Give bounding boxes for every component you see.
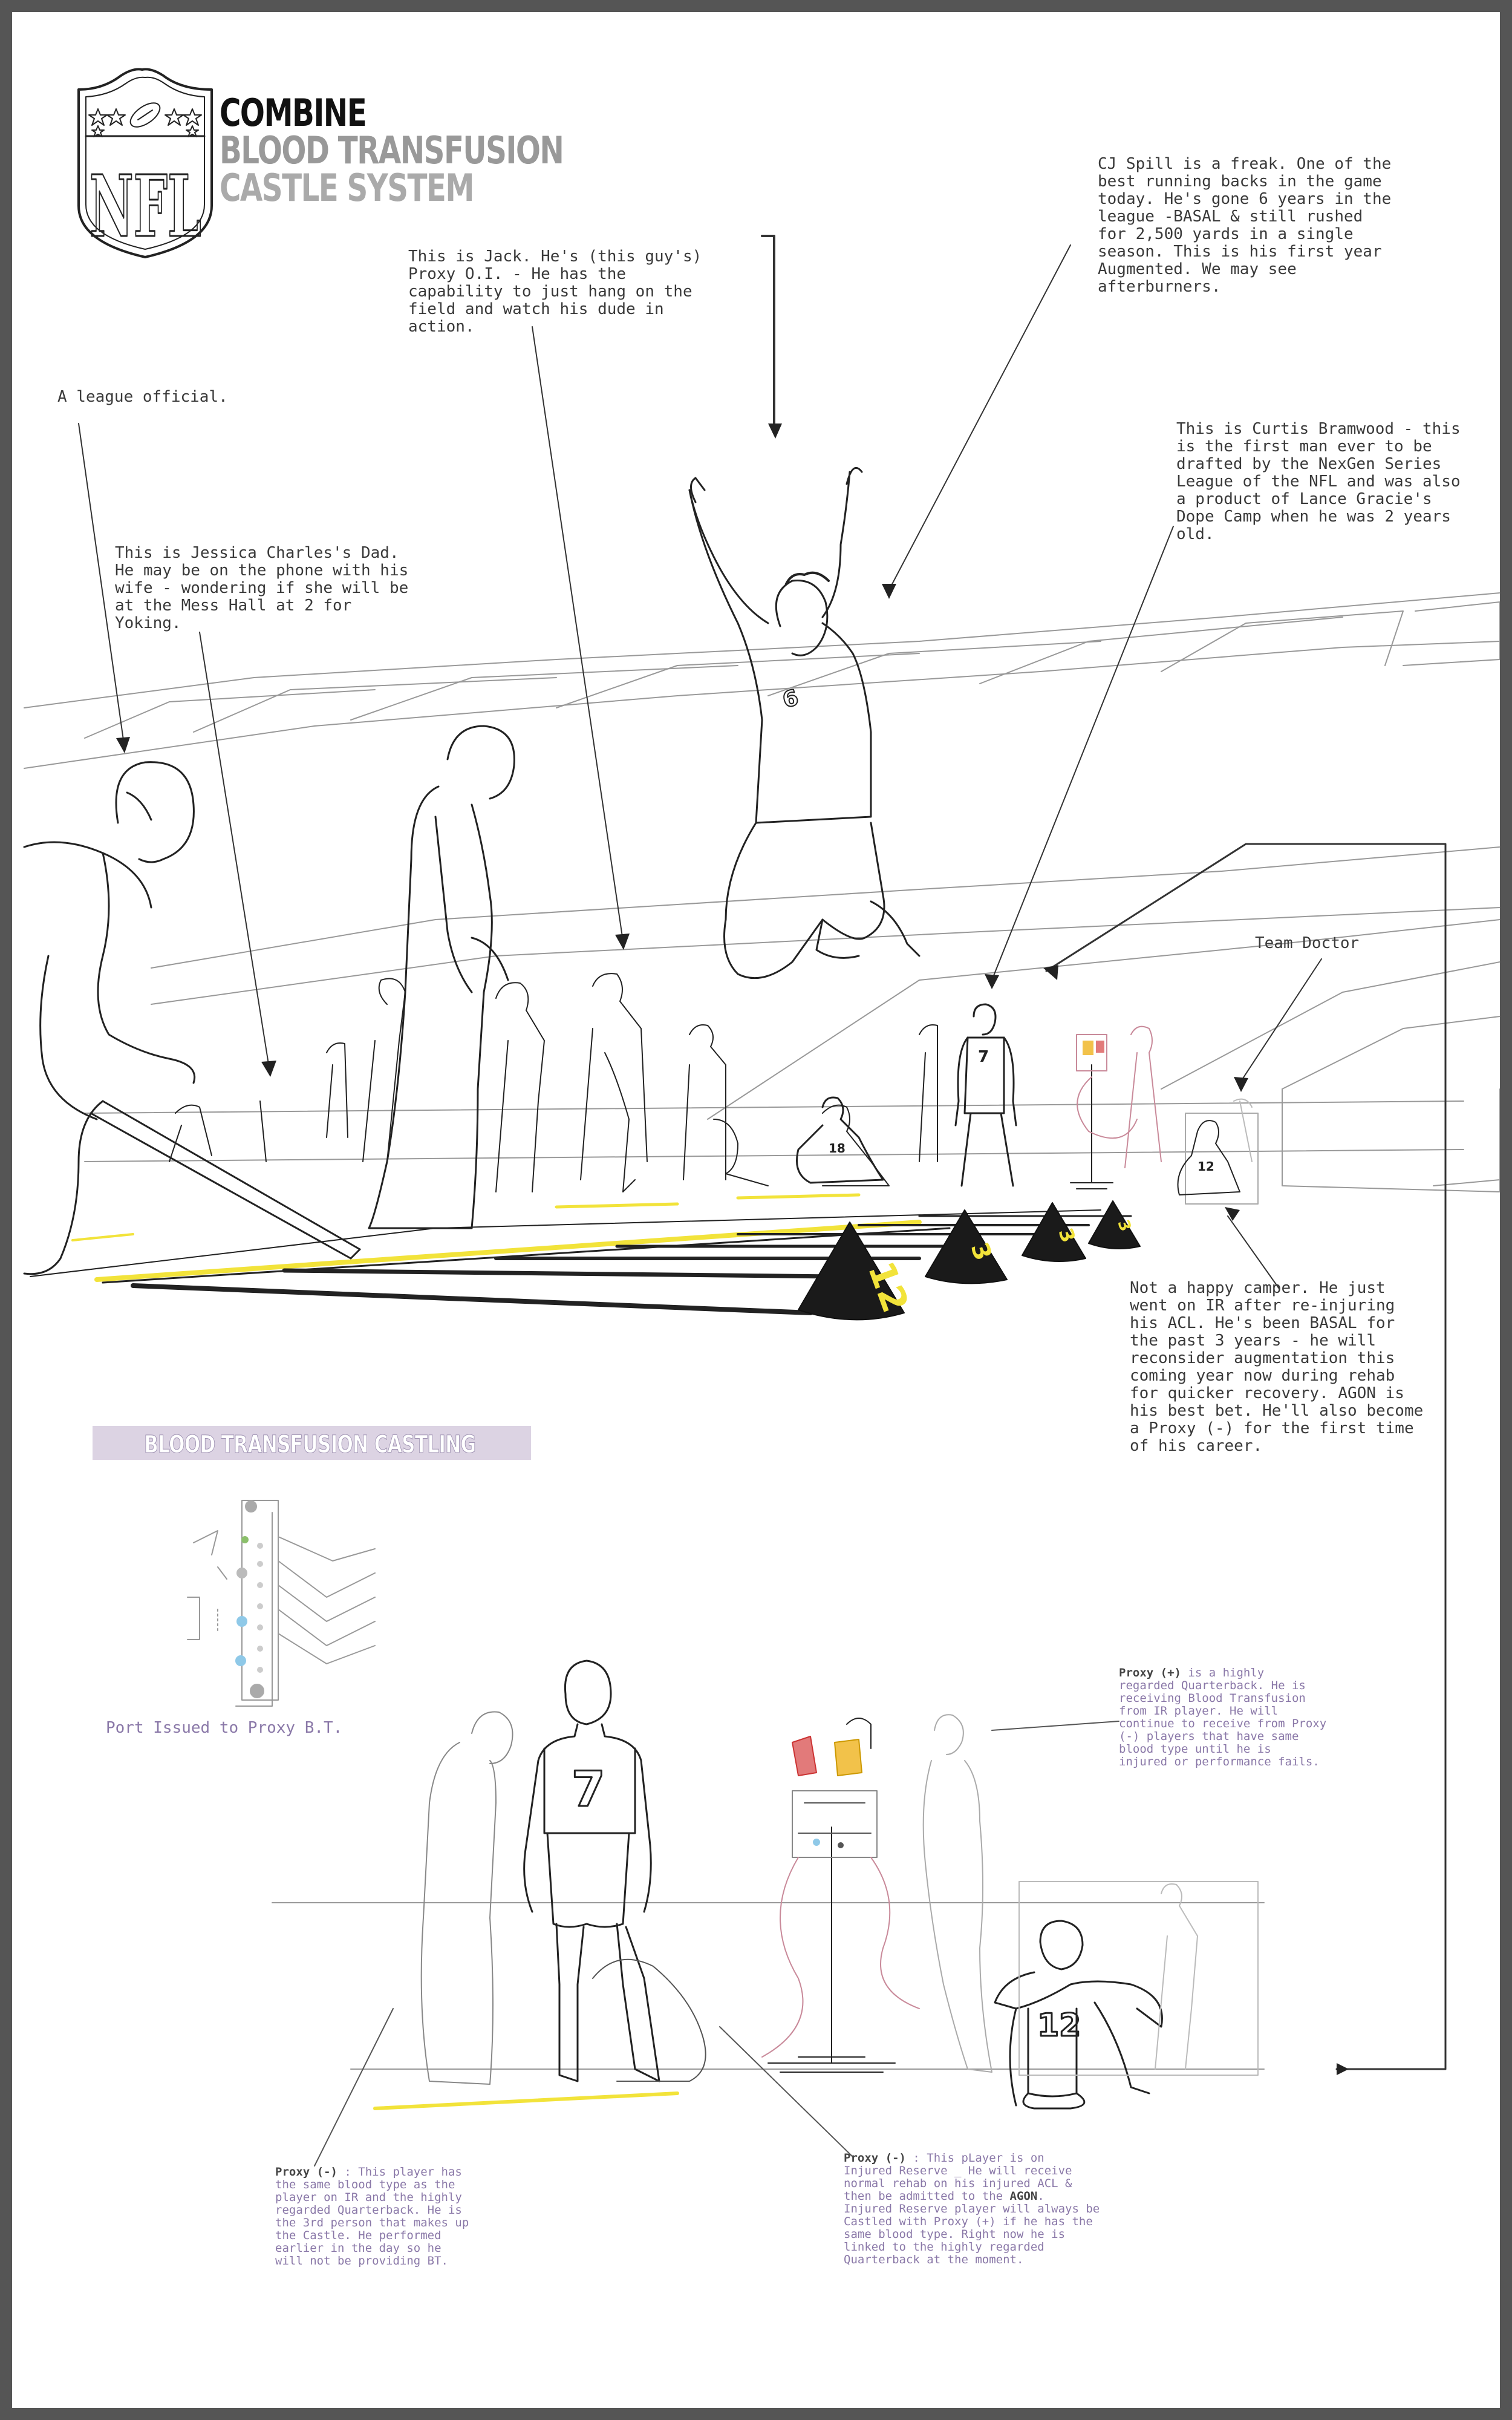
svg-text:7: 7 [978,1048,989,1066]
seated-player-figure [796,1096,884,1184]
league-official-annotation: A league official. [57,388,228,406]
port-device-diagram [187,1500,376,1707]
background-players [169,973,1162,1192]
svg-text:7: 7 [572,1761,605,1817]
svg-text:18: 18 [829,1141,846,1156]
arrowhead-icon [116,424,1349,2075]
title-combine: COMBINE [220,91,367,135]
svg-text:12: 12 [1037,2007,1081,2044]
team-doctor-figure [1177,1098,1259,1205]
proxy-minus-standing-note: Proxy (-) : This player has the same blo… [275,2165,469,2268]
league-official-figure [23,761,361,1275]
curtis-annotation: This is Curtis Bramwood - this is the fi… [1176,420,1461,543]
football-icon [129,102,161,128]
seated-injured-figure [994,1920,1163,2110]
curtis-figure [954,1003,1017,1187]
title-castle-system: CASTLE SYSTEM [220,166,475,210]
annotation-leaders [78,235,1447,2070]
svg-text:12: 12 [1198,1159,1214,1174]
jessica-dad-annotation: This is Jessica Charles's Dad. He may be… [115,544,409,632]
combine-field [30,1193,1132,1315]
qb-figure [523,1660,660,2082]
title-blood-transfusion: BLOOD TRANSFUSION [220,128,564,172]
doctor-panel [1018,1881,1259,2076]
iv-stand-small [1070,1034,1138,1189]
bottom-scene [272,1660,1265,2110]
nfl-shield-logo [77,68,213,258]
port-label: Port Issued to Proxy B.T. [106,1719,343,1737]
illustration: 6 7 18 12 12 3 3 3 7 12 NFL [23,68,1500,2167]
agility-cones [798,1200,1141,1321]
iv-stand-large [761,1718,920,2073]
jersey-numbers: 6 7 18 12 12 3 3 3 7 12 [571,685,1214,2045]
proxy-plus-note: Proxy (+) is a highly regarded Quarterba… [1119,1666,1327,1768]
cj-spill-annotation: CJ Spill is a freak. One of the best run… [1098,155,1392,296]
svg-text:6: 6 [780,685,801,713]
proxy-plus-figure [922,1714,992,2073]
poster-sheet: 6 7 18 12 12 3 3 3 7 12 NFL COMBINE BLOO… [12,12,1500,2408]
bottom-leaders [314,1721,1119,2167]
nfl-logo-text: NFL [90,157,201,257]
banner-title: BLOOD TRANSFUSION CASTLING [144,1431,477,1459]
unhappy-camper-annotation: Not a happy camper. He just went on IR a… [1130,1279,1424,1455]
jack-annotation: This is Jack. He's (this guy's) Proxy O.… [408,247,702,336]
stadium-structure [24,592,1500,1192]
proxy-minus-injured-note: Proxy (-) : This pLayer is on Injured Re… [844,2151,1100,2266]
proxy-minus-standing-figure [420,1711,513,2085]
jumper-figure [688,466,921,979]
star-icon [88,108,202,137]
team-doctor-annotation: Team Doctor [1255,934,1360,952]
castling-banner: BLOOD TRANSFUSION CASTLING [93,1426,531,1460]
dad-figure [368,725,515,1229]
